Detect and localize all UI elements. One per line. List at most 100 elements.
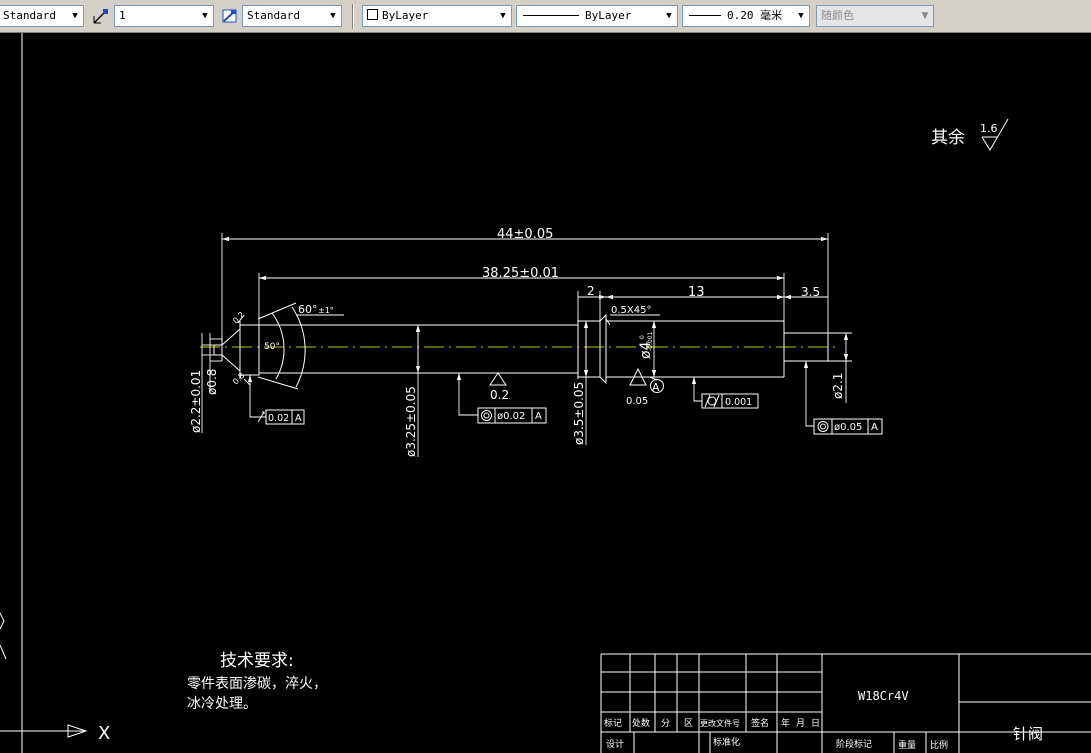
roughness-mid-value: 0.05 — [626, 396, 648, 407]
datum-a: A — [649, 376, 664, 394]
title-weight-label: 重量 — [898, 739, 916, 751]
fcf-concentric-2-datum: A — [871, 422, 878, 433]
concentricity-icon — [817, 421, 829, 432]
title-header-month: 月 — [796, 718, 805, 729]
fcf-concentric-1-datum: A — [535, 411, 542, 422]
plot-style-value: 随颜色 — [821, 9, 854, 22]
title-header-mark: 标记 — [604, 717, 622, 729]
technical-requirements: 技术要求: 零件表面渗碳，淬火， 冰冷处理。 — [187, 651, 327, 712]
dim-style-combo[interactable]: Standard ▼ — [242, 5, 342, 27]
ucs-x-label: X — [98, 723, 110, 744]
dim-total-length: 44±0.05 — [497, 227, 553, 242]
fcf-concentric-2: ø0.05 A — [813, 418, 883, 435]
lineweight-sample-icon — [689, 15, 721, 16]
toolbar-separator — [352, 4, 354, 29]
fcf-runout-datum: A — [295, 413, 302, 424]
title-header-change-doc: 更改文件号 — [700, 718, 740, 728]
roughness-top-value: 0.2 — [490, 388, 509, 402]
part-name: 针阀 — [1013, 725, 1043, 743]
title-header-year: 年 — [781, 717, 790, 729]
linetype-value: ByLayer — [585, 9, 632, 22]
fcf-runout: 0.02 A — [257, 409, 305, 425]
title-block — [600, 653, 1091, 753]
title-design-label: 设计 — [606, 738, 624, 750]
chevron-down-icon: ▼ — [798, 11, 804, 21]
dim-seg-3-5: 3.5 — [801, 285, 820, 299]
datum-label: A — [652, 381, 660, 394]
linetype-combo[interactable]: ByLayer ▼ — [516, 5, 678, 27]
text-style-value: Standard — [3, 9, 56, 22]
chevron-down-icon: ▼ — [500, 11, 506, 21]
chevron-down-icon: ▼ — [921, 11, 929, 21]
title-header-division: 分 — [661, 718, 670, 729]
roughness-symbol-icon — [981, 118, 1009, 151]
roughness-symbols — [489, 367, 647, 386]
roughness-other-note: 其余 1.6 — [931, 118, 1009, 151]
roughness-left-1: 0.2 — [231, 310, 246, 325]
shaft-outline — [213, 313, 829, 385]
title-standardize-label: 标准化 — [713, 736, 740, 748]
roughness-symbol-icon — [489, 372, 507, 386]
text-style-combo[interactable]: Standard ▼ — [0, 5, 84, 27]
title-header-day: 日 — [811, 718, 820, 729]
dim-dia-3-25: ø3.25±0.05 — [404, 386, 418, 457]
dimension-lines — [201, 233, 852, 457]
dim-dia-4: ø4 — [638, 341, 654, 359]
tech-req-line-2: 冰冷处理。 — [187, 696, 257, 712]
dim-dia-2-1: ø2.1 — [831, 373, 845, 399]
tech-req-line-1: 零件表面渗碳，淬火， — [187, 676, 327, 692]
linetype-sample-icon — [523, 15, 579, 16]
fcf-runout-value: 0.02 — [268, 413, 289, 424]
dim-scale-combo[interactable]: 1▼ — [114, 5, 214, 27]
lineweight-combo[interactable]: 0.20 毫米 ▼ — [682, 5, 810, 27]
title-header-count: 处数 — [632, 717, 650, 729]
title-header-zone: 区 — [684, 718, 693, 729]
chevron-down-icon: ▼ — [330, 11, 336, 21]
title-header-signature: 签名 — [751, 717, 769, 729]
layer-color-value: ByLayer — [382, 9, 429, 22]
chevron-down-icon: ▼ — [202, 11, 208, 21]
angle-50-label: 50° — [264, 342, 280, 352]
angle-arcs — [257, 302, 306, 390]
fcf-concentric-1-value: ø0.02 — [497, 411, 525, 422]
roughness-left-2: 0.8 — [231, 371, 246, 386]
dim-dia-0-8: ø0.8 — [205, 369, 219, 395]
material-label: W18Cr4V — [858, 689, 909, 703]
roughness-symbol-icon — [237, 314, 251, 386]
dim-seg-2: 2 — [587, 284, 595, 298]
dim-style-value: Standard — [247, 9, 300, 22]
dim-scale-icon — [93, 9, 108, 24]
color-swatch-icon — [367, 9, 378, 20]
title-scale-label: 比例 — [930, 739, 948, 751]
drawing-canvas[interactable]: 其余 1.6 50° 60° — [0, 33, 1091, 753]
dim-style-icon — [222, 9, 237, 23]
concentricity-icon — [481, 410, 492, 421]
dim-seg-13: 13 — [688, 285, 705, 300]
ucs-icon — [0, 612, 88, 738]
fcf-concentric-2-value: ø0.05 — [834, 422, 862, 433]
angle-tol-label: ±1° — [318, 306, 334, 315]
runout-icon — [257, 411, 265, 423]
roughness-other-label: 其余 — [931, 128, 965, 148]
dim-dia-2-2: ø2.2±0.01 — [189, 370, 203, 433]
angle-60-label: 60° — [298, 303, 318, 316]
title-stage-mark-label: 阶段标记 — [836, 738, 872, 750]
dim-dia-3-5: ø3.5±0.05 — [572, 382, 586, 445]
layer-color-combo[interactable]: ByLayer ▼ — [362, 5, 512, 27]
fcf-cylindricity: 0.001 — [701, 393, 759, 409]
roughness-symbol-icon — [629, 367, 647, 386]
title-block-text: W18Cr4V 针阀 标记 处数 分 区 更改文件号 签名 年 月 日 设计 标… — [604, 689, 1043, 751]
roughness-other-value: 1.6 — [980, 122, 998, 135]
chevron-down-icon: ▼ — [666, 11, 672, 21]
cylindricity-icon — [704, 394, 720, 408]
chevron-down-icon: ▼ — [72, 11, 78, 21]
dim-chamfer: 0.5X45° — [611, 305, 651, 316]
dim-dia-4-tol-lower: -0.001 — [647, 331, 654, 351]
plot-style-combo: 随颜色 ▼ — [816, 5, 934, 27]
dim-main-length: 38.25±0.01 — [482, 266, 559, 281]
fcf-cylindricity-value: 0.001 — [725, 397, 752, 408]
fcf-concentric-1: ø0.02 A — [477, 407, 547, 424]
properties-toolbar: Standard ▼ 1▼ Standard ▼ ByLayer ▼ ByLayer ▼… — [0, 0, 1091, 33]
lineweight-value: 0.20 毫米 — [727, 9, 783, 22]
dimension-texts: 44±0.05 38.25±0.01 2 13 3.5 0.5X45° ø2.2… — [189, 227, 845, 457]
